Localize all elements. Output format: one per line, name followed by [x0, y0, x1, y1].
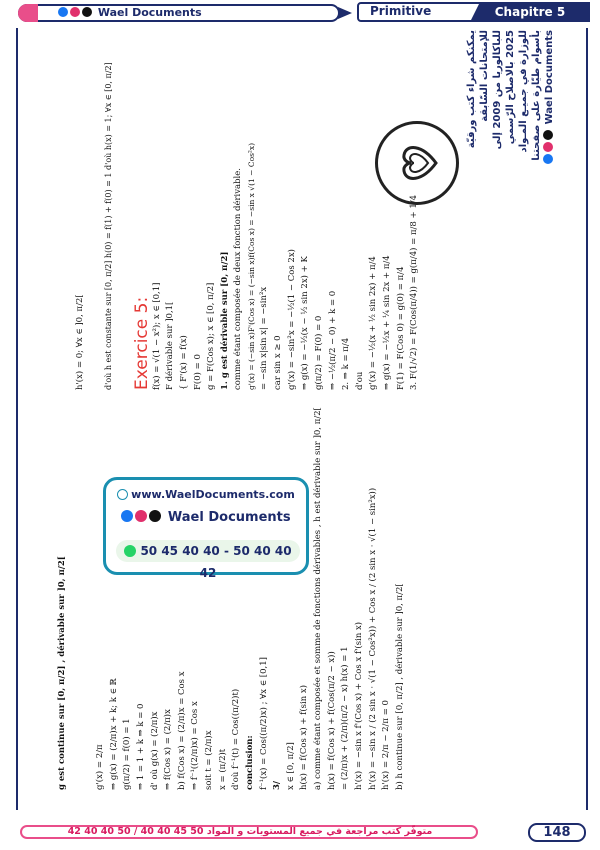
promo-line: للباكالوريا من 2009 إلى — [492, 30, 503, 150]
math-line: ⇒ −½(π/2 − 0) + k = 0 — [327, 290, 338, 390]
pencil-tip — [338, 7, 352, 19]
brand-name: Wael Documents — [167, 510, 291, 525]
math-line: ⇒ 1 = 1 + k ⇒ k = 0 — [135, 703, 146, 790]
brand-label: Wael Documents — [58, 6, 202, 20]
tiktok-icon — [82, 7, 92, 17]
website-row: www.WaelDocuments.com — [106, 488, 306, 501]
page-number: 148 — [528, 823, 586, 842]
math-line: d' où g(x) = (2/π)x — [149, 711, 160, 790]
math-line: h'(x) = 2/π − 2/π = 0 — [381, 700, 392, 790]
math-line: d'où h est constante sur [0, π/2] h(0) =… — [103, 62, 113, 390]
math-line: conclusion: — [244, 735, 255, 790]
promo-line: للإمتحانات السّابقة — [479, 30, 490, 122]
math-line: soit t = (2/π)x — [204, 730, 214, 790]
right-border — [586, 28, 588, 810]
math-line: 3/ — [272, 780, 283, 790]
promo-line: بأسوام طيّارة على صفحتنا — [531, 30, 542, 161]
math-line: g'(x) = −sin²x = −½(1 − Cos 2x) — [286, 249, 297, 390]
math-line: b) h continue sur [0, π/2] , dérivable s… — [394, 583, 405, 790]
phone-numbers: 50 45 40 40 - 50 40 40 42 — [140, 544, 292, 580]
math-line: d'où f⁻¹(t) = Cos((π/2)t) — [231, 688, 242, 790]
math-line: F dérivable sur ]0,1[ — [165, 301, 176, 390]
whatsapp-icon — [124, 545, 137, 557]
math-line: f(x) = √(1 − x²); x ∈ [0,1] — [151, 282, 162, 391]
wael-documents-seal — [375, 121, 459, 205]
math-line: a) comme étant composée et somme de fonc… — [313, 407, 323, 790]
math-line: h'(x) = −sin x f'(Cos x) + Cos x f'(sin … — [353, 621, 364, 790]
pencil-eraser — [18, 4, 38, 22]
promo-line: يمكنكم شراء كتب ورقيّة — [466, 30, 477, 149]
left-col-block: g'(x) = 2/π ⇒ g(x) = (2/π)x + k; k ∈ ℝ g… — [95, 407, 408, 790]
facebook-icon — [58, 7, 68, 17]
left-border — [16, 28, 18, 810]
math-line: b) f(Cos x) = (2/π)x = Cos x — [176, 671, 187, 790]
promo-brand: Wael Documents — [543, 30, 556, 170]
math-line: ⇒ g(x) = −½(x − ½ sin 2x) + K — [300, 256, 311, 390]
math-line: ⇒ g(x) = (2/π)x + k; k ∈ ℝ — [108, 678, 119, 790]
facebook-icon — [543, 153, 553, 164]
promo-brand-name: Wael Documents — [544, 30, 555, 125]
math-line: 2. ⇒ k = π/4 — [341, 337, 352, 390]
math-line: h(x) = f(Cos x) + f(sin x) — [299, 684, 310, 790]
math-line: g(π/2) = f(0) = 1 — [122, 718, 133, 790]
math-line: car sin x ≥ 0 — [273, 335, 283, 390]
math-line: ⇒ f(Cos x) = (2/π)x — [163, 709, 174, 790]
math-line: { F'(x) = f(x) — [178, 335, 189, 390]
math-line: F(1) = F(Cos 0) = g(0) = π/4 — [395, 266, 406, 390]
math-line: ⇒ f⁻¹((2/π)x) = Cos x — [190, 701, 201, 790]
math-line: x = (π/2)t — [217, 748, 228, 790]
brand-pencil-banner: Wael Documents — [18, 4, 352, 22]
math-line: g'(x) = (−sin x)F'(Cos x) = (−sin x)f(Co… — [247, 142, 256, 390]
facebook-icon — [121, 510, 134, 522]
math-line: ⇒ g(x) = −½x + ¼ sin 2x + π/4 — [382, 255, 392, 390]
chapter-label: Chapitre 5 — [470, 2, 590, 22]
brand-name: Wael Documents — [97, 6, 202, 19]
math-line: 3. F(1/√2) = F(Cos(π/4)) = g(π/4) = π/8 … — [409, 194, 420, 390]
rotated-content: g est continue sur [0, π/2] , dérivable … — [35, 30, 560, 810]
brand-row: Wael Documents — [106, 510, 306, 525]
math-line: g'(x) = −½(x + ½ sin 2x) + π/4 — [368, 256, 379, 390]
tiktok-icon — [543, 129, 553, 140]
math-line: x ∈ [0, π/2] — [285, 742, 296, 790]
section-title: Primitive — [370, 4, 432, 18]
math-line: h(x) = f(Cos x) + f(Cos(π/2 − x)) — [326, 651, 337, 790]
math-line: = (2/π)x + (2/π)(π/2 − x) h(x) = 1 — [340, 646, 351, 790]
math-line: 1. g est dérivable sur [0, π/2] — [219, 251, 230, 390]
right-column: h'(x) = 0; ∀x ∈ ]0, π/2[ d'où h est cons… — [35, 40, 423, 390]
math-line: comme étant composée de deux fonction dé… — [233, 167, 244, 390]
promo-line: 2025 بالاصلاح الرّسمي — [505, 30, 516, 145]
footer-banner — [20, 825, 478, 839]
math-line: g'(x) = 2/π — [95, 744, 105, 790]
instagram-icon — [543, 141, 553, 152]
globe-icon — [117, 489, 129, 500]
math-line: = −sin x|sin x| = −sin²x — [259, 286, 270, 390]
footer-text: متوفّر كتب مراجعة في جميع المستويات و ال… — [67, 826, 433, 837]
instagram-icon — [70, 7, 80, 17]
math-line: h'(x) = −sin x / (2 sin x · √(1 − Cos²x)… — [367, 487, 378, 790]
left-col-line-0: g est continue sur [0, π/2] , dérivable … — [57, 556, 67, 790]
phone-row: 50 45 40 40 - 50 40 40 42 — [116, 540, 300, 580]
heart-logo-icon — [402, 146, 438, 180]
instagram-icon — [135, 510, 148, 522]
math-line: g(π/2) = F(0) = 0 — [313, 315, 324, 390]
exercise-title: Exercice 5: — [131, 296, 152, 390]
website-link[interactable]: www.WaelDocuments.com — [131, 488, 295, 501]
math-line: g = F(Cos x); x ∈ [0, π/2] — [206, 282, 217, 390]
math-line: h'(x) = 0; ∀x ∈ ]0, π/2[ — [75, 294, 85, 390]
contact-ad-box: www.WaelDocuments.com Wael Documents 50 … — [103, 477, 309, 580]
tiktok-icon — [149, 510, 162, 522]
promo-block: يمكنكم شراء كتب ورقيّة للإمتحانات السّاب… — [465, 30, 556, 170]
promo-line: للوزارة في جميـع المـواد — [518, 30, 529, 153]
math-line: d'ou — [354, 371, 365, 390]
math-line: f⁻¹(x) = Cos((π/2)x) ; ∀x ∈ [0,1] — [258, 657, 269, 790]
math-line: F(0) = 0 — [192, 354, 203, 390]
